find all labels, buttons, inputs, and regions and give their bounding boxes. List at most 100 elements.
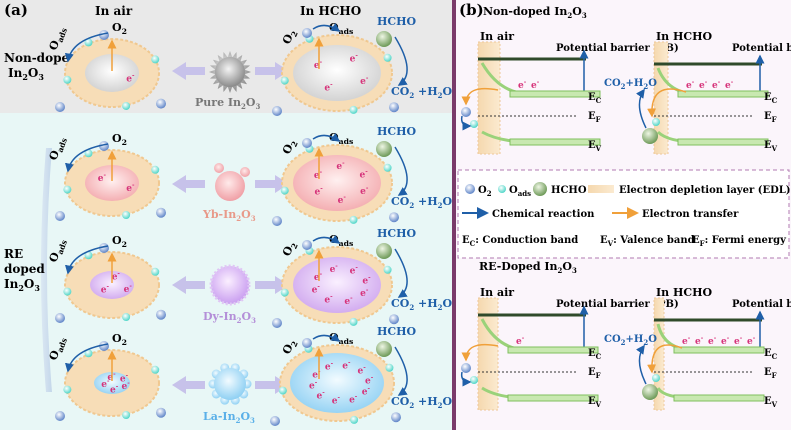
title-redoped: RE-Doped In2O3: [479, 260, 577, 275]
chemical-reaction-arrow: [635, 88, 647, 129]
valence-band: [673, 394, 765, 402]
pb-label: Potential barrier (PB): [556, 43, 679, 54]
o2-dot: [55, 211, 65, 221]
grain-core: [90, 271, 134, 299]
oads-dot: [652, 118, 660, 126]
grain-core: [85, 54, 139, 92]
o2-dot: [272, 216, 282, 226]
o2-label: O2: [280, 137, 300, 157]
oads-dot: [350, 415, 359, 424]
band-title: In HCHO: [656, 286, 713, 299]
o2-molecule: [302, 240, 312, 250]
label-re: RE: [4, 247, 23, 261]
o2-dot: [389, 314, 399, 325]
panel-label-b: (b): [459, 1, 484, 19]
conduction-band: [673, 346, 765, 354]
oads-dot: [84, 149, 93, 158]
electron: e-: [336, 160, 345, 172]
label-doped: doped: [4, 262, 45, 276]
electron-transfer-arrow: [461, 343, 499, 362]
grain-core: [85, 165, 139, 201]
legend-hcho: HCHO: [551, 185, 587, 196]
hcho-molecule: [376, 341, 392, 357]
hcho-label: HCHO: [377, 15, 417, 28]
o2-dot: [270, 416, 280, 426]
electron: e-: [358, 365, 367, 377]
pb-label: Potential barrier (PB): [732, 43, 791, 54]
chemical-reaction-arrow: [312, 332, 341, 342]
hcho-molecule: [642, 384, 658, 400]
hcho-label: HCHO: [377, 125, 417, 138]
hcho-molecule: [376, 141, 392, 157]
oads-dot: [383, 265, 392, 274]
o2-dot: [272, 106, 282, 116]
co2-h2o-label: CO2 +H2O: [391, 195, 453, 210]
electron: e-: [312, 284, 321, 296]
oads-dot: [151, 165, 160, 174]
oads-dot: [151, 267, 160, 276]
oads-dot: [63, 385, 72, 394]
legend-etransfer: Electron transfer: [642, 209, 739, 220]
co2-h2o-label: CO2 +H2O: [391, 395, 453, 410]
band-title: In HCHO: [656, 30, 713, 43]
label-non-doped-in: In2O3: [8, 66, 44, 82]
oads-dot: [151, 55, 160, 64]
o2-label: O2: [280, 337, 300, 357]
o2-molecule: [302, 338, 312, 348]
o2-dot: [156, 98, 166, 109]
oads-dot: [151, 365, 160, 374]
chemical-reaction-arrow: [64, 32, 109, 63]
ev-label: EV: [588, 140, 602, 153]
hcho-label: HCHO: [377, 227, 417, 240]
oads-dot: [349, 317, 358, 326]
electron: e-: [101, 378, 110, 390]
electron: e-: [725, 79, 734, 91]
electron: e-: [721, 335, 730, 347]
oads-dot: [385, 363, 394, 372]
electron-transfer-arrow: [461, 87, 499, 106]
oads-dot: [383, 53, 392, 62]
conduction-band: [507, 346, 599, 354]
grain-core: [293, 257, 381, 313]
co2-h2o-label: CO2+H2O: [604, 334, 657, 347]
legend-ef: EF: Fermi energy: [692, 235, 787, 248]
oads-dot: [63, 185, 72, 194]
o2-label: O2: [112, 234, 127, 249]
ef-label: EF: [588, 367, 601, 380]
oads-dot: [349, 215, 358, 224]
electron: e-: [126, 72, 135, 84]
oads-dot: [280, 288, 289, 297]
electron: e-: [124, 283, 133, 295]
electron: e-: [98, 172, 107, 184]
grain-core: [290, 353, 384, 413]
electron: e-: [110, 383, 119, 395]
electron: e-: [516, 335, 525, 347]
legend-edl: Electron depletion layer (EDL): [619, 185, 791, 196]
electron: e-: [360, 287, 369, 299]
label-yb-in2o3: Yb-In2O3: [202, 208, 256, 223]
ef-label: EF: [764, 367, 777, 380]
o2-dot: [389, 212, 399, 223]
oads-dot: [470, 120, 478, 128]
electron: e-: [330, 263, 339, 275]
edl-layer: [477, 41, 501, 155]
electron: e-: [314, 59, 323, 71]
title-nondoped: Non-doped In2O3: [483, 5, 587, 20]
electron: e-: [362, 386, 371, 398]
co2-h2o-label: CO2 +H2O: [391, 297, 453, 312]
oads-dot: [84, 251, 93, 260]
oads-dot: [280, 186, 289, 195]
o2-label: O2: [112, 21, 127, 36]
electron: e-: [349, 393, 358, 405]
conduction-band: [677, 90, 769, 98]
oads-dot: [470, 376, 478, 384]
ec-label: EC: [764, 348, 778, 361]
legend-ev: EV: Valence band: [600, 235, 695, 248]
electron: e-: [338, 194, 347, 206]
o2-dot: [156, 309, 166, 320]
label-pure-in2o3: Pure In2O3: [195, 96, 261, 111]
